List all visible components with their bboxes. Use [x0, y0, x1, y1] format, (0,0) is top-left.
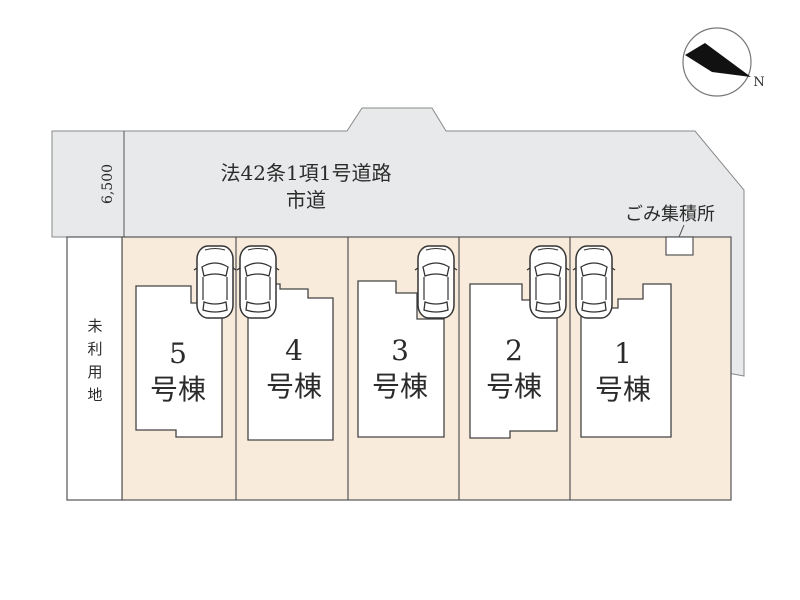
lot-number-1: 1 [614, 337, 632, 370]
lot-number-4: 4 [285, 334, 303, 367]
house-footprints [135, 280, 672, 441]
garbage-collection-box [665, 236, 694, 256]
north-arrow-icon [685, 43, 751, 77]
house-footprint-1 [580, 283, 672, 438]
car-icon [572, 245, 616, 319]
unused-land [66, 236, 123, 501]
house-footprint-3 [357, 280, 445, 438]
lot-label-2: 号棟 [486, 370, 542, 403]
lot-number-3: 3 [391, 334, 409, 367]
unused-land-char: 地 [87, 386, 102, 404]
lot-label-5: 号棟 [150, 373, 206, 406]
house-footprint-5 [135, 285, 223, 438]
house-footprint-4 [247, 283, 334, 441]
car-icon [526, 245, 570, 319]
garbage-collection-label: ごみ集積所 [625, 204, 715, 225]
lot-label-1: 号棟 [595, 373, 651, 406]
garbage-leader-line [678, 224, 685, 238]
north-compass: N [682, 27, 765, 97]
lot-number-2: 2 [505, 334, 523, 367]
unused-land-char: 未 [87, 317, 102, 335]
road-name-label: 法42条1項1号道路 [221, 161, 392, 185]
house-footprint-2 [469, 283, 558, 439]
car-icon [193, 245, 237, 319]
car-icon [414, 245, 458, 319]
car-icon [236, 245, 280, 319]
lot-number-5: 5 [169, 337, 187, 370]
road-width-label: 6,500 [100, 164, 116, 204]
lot-label-3: 号棟 [372, 370, 428, 403]
lot-label-4: 号棟 [266, 370, 322, 403]
north-label: N [753, 75, 764, 90]
unused-land-char: 利 [87, 340, 102, 358]
unused-land-char: 用 [87, 363, 102, 381]
road-type-label: 市道 [286, 188, 326, 212]
